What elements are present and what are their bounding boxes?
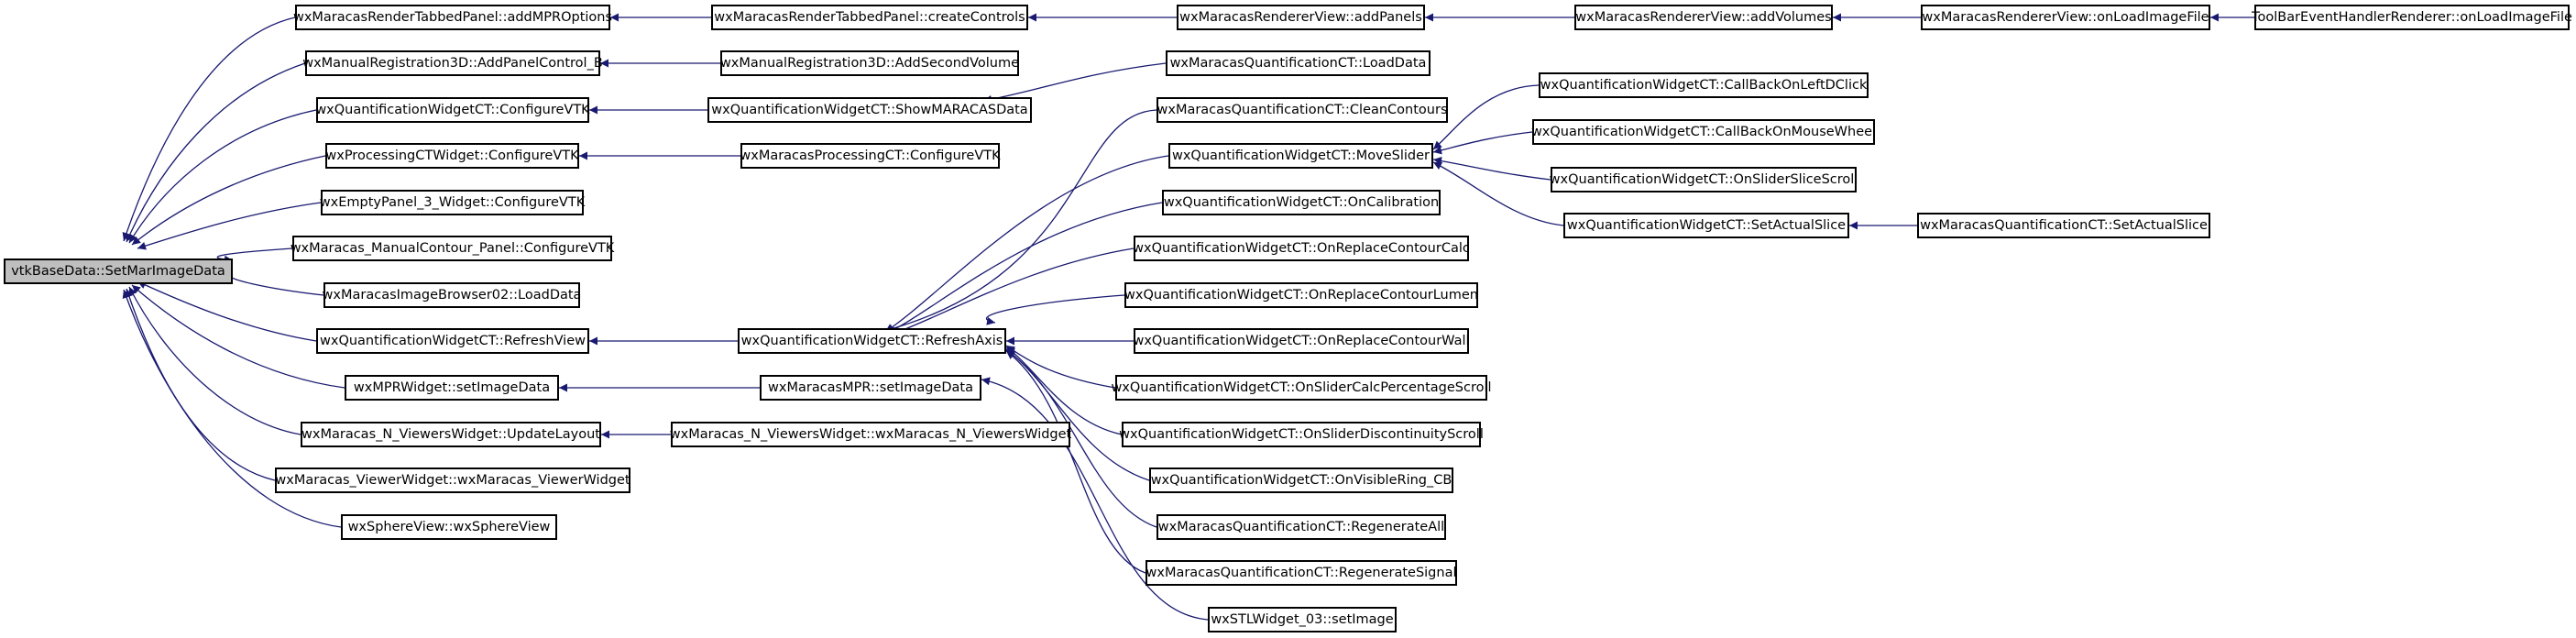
node-d9[interactable]: wxQuantificationWidgetCT::OnSliderCalcPe… — [1111, 375, 1492, 401]
node-f1[interactable]: wxMaracasRendererView::onLoadImageFile — [1921, 5, 2210, 30]
edge-n7-root — [224, 272, 324, 296]
edge-n10-root — [128, 286, 301, 435]
edge-n1-root — [122, 16, 296, 242]
edge-e2-d4 — [1432, 84, 1540, 150]
edge-n12-root — [122, 289, 342, 528]
node-d13[interactable]: wxMaracasQuantificationCT::RegenerateSig… — [1145, 560, 1457, 586]
node-n3[interactable]: wxQuantificationWidgetCT::ConfigureVTK — [315, 97, 590, 123]
node-d1[interactable]: wxMaracasRendererView::addPanels — [1177, 5, 1425, 30]
node-d6[interactable]: wxQuantificationWidgetCT::OnReplaceConto… — [1133, 236, 1470, 261]
edge-n3-root — [128, 109, 317, 244]
node-d12[interactable]: wxMaracasQuantificationCT::RegenerateAll — [1156, 514, 1446, 540]
node-n7[interactable]: wxMaracasImageBrowser02::LoadData — [323, 282, 581, 308]
node-d14[interactable]: wxSTLWidget_03::setImage — [1208, 607, 1397, 632]
node-f2[interactable]: wxMaracasQuantificationCT::SetActualSlic… — [1917, 213, 2210, 238]
node-n2[interactable]: wxManualRegistration3D::AddPanelControl_… — [302, 50, 603, 76]
node-n5[interactable]: wxEmptyPanel_3_Widget::ConfigureVTK — [320, 190, 585, 215]
node-e2[interactable]: wxQuantificationWidgetCT::CallBackOnLeft… — [1539, 72, 1869, 98]
node-c6[interactable]: wxMaracasMPR::setImageData — [760, 375, 981, 401]
node-e4[interactable]: wxQuantificationWidgetCT::OnSliderSliceS… — [1550, 167, 1858, 192]
node-n11[interactable]: wxMaracas_ViewerWidget::wxMaracas_Viewer… — [275, 468, 630, 493]
node-g1[interactable]: ToolBarEventHandlerRenderer::onLoadImage… — [2252, 5, 2572, 30]
edge-n4-root — [131, 155, 326, 246]
edge-n2-root — [126, 62, 306, 243]
node-n1[interactable]: wxMaracasRenderTabbedPanel::addMPROption… — [293, 5, 612, 30]
edge-e4-d4 — [1432, 157, 1551, 181]
node-root[interactable]: vtkBaseData::SetMarImageData — [4, 258, 233, 284]
edge-n5-root — [137, 202, 322, 250]
node-n4[interactable]: wxProcessingCTWidget::ConfigureVTK — [325, 143, 579, 169]
node-d11[interactable]: wxQuantificationWidgetCT::OnVisibleRing_… — [1149, 468, 1453, 493]
node-c1[interactable]: wxMaracasRenderTabbedPanel::createContro… — [711, 5, 1028, 30]
node-c4[interactable]: wxMaracasProcessingCT::ConfigureVTK — [740, 143, 1001, 169]
node-c7[interactable]: wxMaracas_N_ViewersWidget::wxMaracas_N_V… — [670, 422, 1071, 447]
edge-d7-c5 — [985, 294, 1125, 325]
edge-d10-c5 — [1005, 346, 1123, 435]
edge-n9-root — [131, 284, 345, 389]
node-d7[interactable]: wxQuantificationWidgetCT::OnReplaceConto… — [1124, 282, 1478, 308]
node-d3[interactable]: wxMaracasQuantificationCT::CleanContours — [1156, 97, 1448, 123]
node-e3[interactable]: wxQuantificationWidgetCT::CallBackOnMous… — [1531, 119, 1876, 145]
node-e5[interactable]: wxQuantificationWidgetCT::SetActualSlice — [1563, 213, 1849, 238]
node-c5[interactable]: wxQuantificationWidgetCT::RefreshAxis — [738, 328, 1006, 354]
edge-d13-c5 — [1005, 350, 1146, 574]
node-d4[interactable]: wxQuantificationWidgetCT::MoveSlider — [1168, 143, 1433, 169]
node-e1[interactable]: wxMaracasRendererView::addVolumes — [1574, 5, 1833, 30]
edge-d3-c5 — [883, 109, 1157, 333]
node-n10[interactable]: wxMaracas_N_ViewersWidget::UpdateLayout — [301, 422, 601, 447]
node-c3[interactable]: wxQuantificationWidgetCT::ShowMARACASDat… — [707, 97, 1032, 123]
edge-d2-c3 — [982, 62, 1167, 104]
node-c2[interactable]: wxManualRegistration3D::AddSecondVolume — [720, 50, 1019, 76]
node-d5[interactable]: wxQuantificationWidgetCT::OnCalibration — [1162, 190, 1441, 215]
edge-e5-d4 — [1432, 161, 1564, 226]
node-d10[interactable]: wxQuantificationWidgetCT::OnSliderDiscon… — [1119, 422, 1484, 447]
edge-d5-c5 — [886, 202, 1163, 334]
edge-d12-c5 — [1005, 349, 1157, 528]
node-n6[interactable]: wxMaracas_ManualContour_Panel::Configure… — [290, 236, 614, 261]
edge-d6-c5 — [890, 248, 1135, 336]
edge-e3-d4 — [1432, 131, 1533, 155]
node-n12[interactable]: wxSphereView::wxSphereView — [341, 514, 557, 540]
node-d2[interactable]: wxMaracasQuantificationCT::LoadData — [1166, 50, 1431, 76]
node-d8[interactable]: wxQuantificationWidgetCT::OnReplaceConto… — [1133, 328, 1470, 354]
edge-d14-c6 — [981, 377, 1209, 621]
edge-d4-c5 — [884, 155, 1169, 333]
node-n9[interactable]: wxMPRWidget::setImageData — [345, 375, 559, 401]
edge-n8-root — [137, 280, 317, 342]
node-n8[interactable]: wxQuantificationWidgetCT::RefreshView — [316, 328, 589, 354]
edge-n11-root — [125, 288, 276, 481]
